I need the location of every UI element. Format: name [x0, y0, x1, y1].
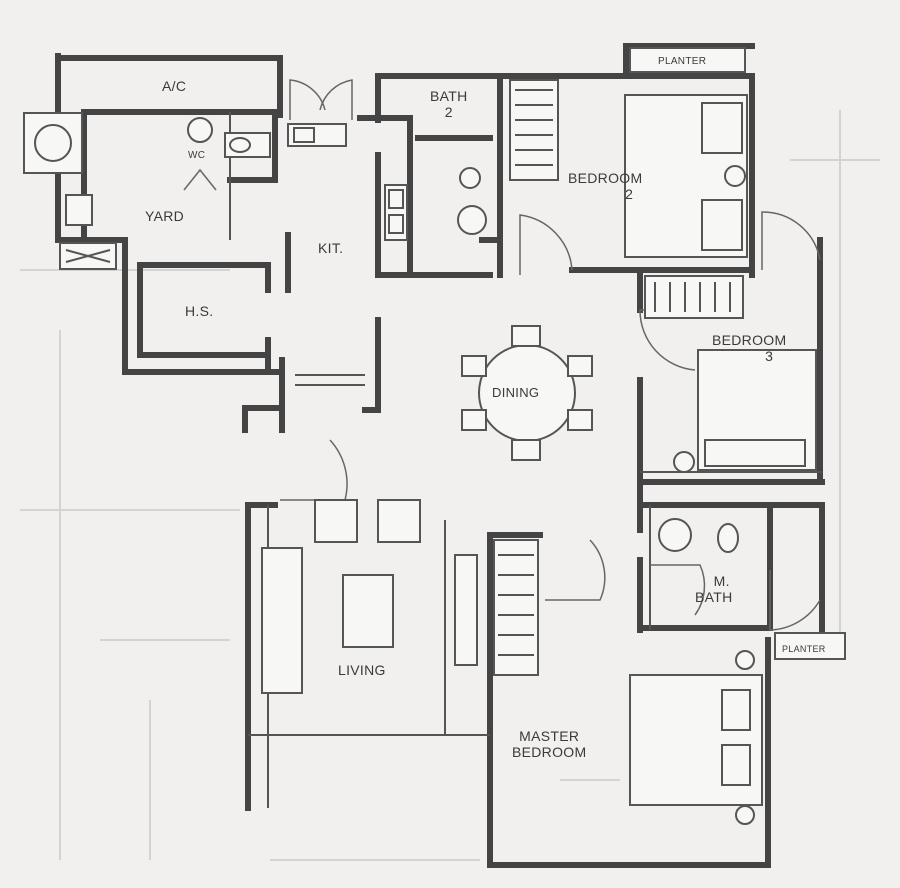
room-label-kitchen: KIT. — [318, 240, 344, 256]
room-label-bedroom2: BEDROOM 2 — [568, 170, 642, 202]
room-label-wc: WC — [188, 150, 206, 161]
bed-bedroom3 — [673, 349, 817, 473]
room-label-bath2: BATH 2 — [430, 88, 468, 120]
room-label-master-line1: MASTER — [519, 728, 580, 744]
room-label-mbath-line2: BATH — [695, 589, 733, 605]
room-label-bedroom3-line1: BEDROOM — [712, 332, 787, 348]
bed-master — [629, 650, 763, 825]
room-label-bedroom2-line2: 2 — [625, 186, 634, 202]
room-label-master-bedroom: MASTER BEDROOM — [512, 728, 586, 760]
bath2-fixtures — [457, 167, 487, 235]
room-label-hs: H.S. — [185, 303, 214, 319]
planter-label-top: PLANTER — [658, 56, 707, 67]
room-label-living: LIVING — [338, 662, 386, 678]
room-label-bedroom3-line2: 3 — [765, 348, 774, 364]
room-label-bath2-line1: BATH — [430, 88, 468, 104]
bed-bedroom2 — [624, 94, 748, 258]
room-label-mbath: M. BATH — [695, 573, 733, 605]
wardrobe-master — [493, 539, 539, 676]
room-label-dining: DINING — [492, 385, 540, 400]
wardrobe-bedroom2 — [509, 79, 559, 181]
planters — [629, 47, 846, 660]
mbath-fixtures — [658, 518, 739, 553]
planter-label-right: PLANTER — [782, 644, 826, 654]
doors — [183, 79, 821, 631]
yard-fixtures — [59, 194, 117, 270]
room-label-yard: YARD — [145, 208, 185, 224]
living-furniture — [261, 499, 478, 694]
room-label-ac: A/C — [162, 78, 187, 94]
dining-set — [461, 325, 593, 461]
wardrobe-bedroom3 — [644, 275, 744, 319]
faint-background-lines — [20, 110, 880, 861]
room-label-bath2-line2: 2 — [444, 104, 453, 120]
room-label-bedroom2-line1: BEDROOM — [568, 170, 643, 186]
room-label-master-line2: BEDROOM — [512, 744, 587, 760]
room-label-mbath-line1: M. — [713, 573, 730, 589]
wc-fixtures — [187, 117, 271, 158]
room-label-bedroom3: BEDROOM 3 — [712, 332, 786, 364]
kitchen-counter — [287, 123, 408, 241]
ac-condenser — [23, 112, 83, 174]
